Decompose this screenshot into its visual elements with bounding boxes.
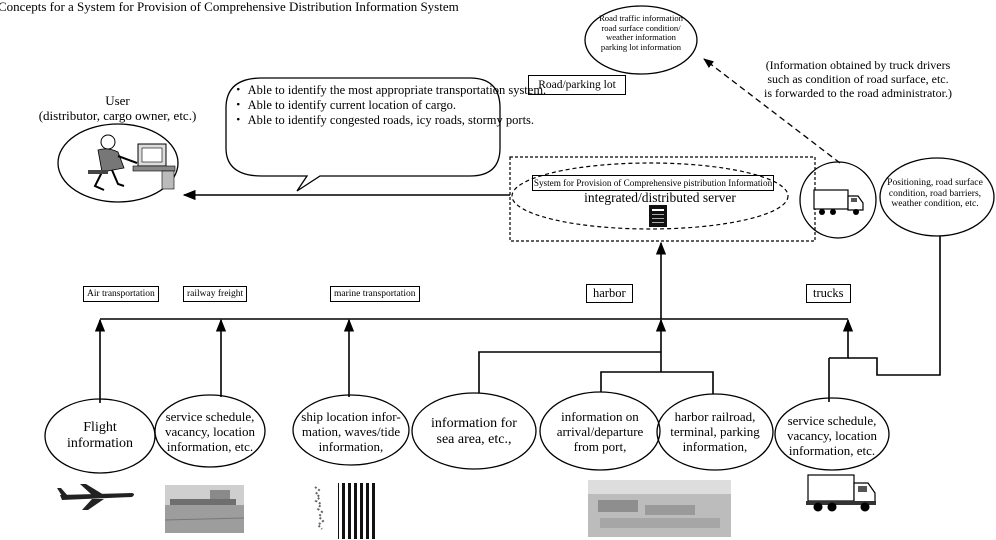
harbor-rail-line: information, — [682, 438, 748, 454]
computer-user-icon — [88, 134, 176, 191]
speech-bubble-text: ・ Able to identify the most appropriate … — [232, 83, 547, 127]
truck-circle-icon — [813, 189, 864, 215]
truck-icon — [806, 474, 876, 512]
road-info-line: parking lot information — [600, 41, 682, 52]
server-oval — [511, 162, 789, 230]
ship-line: information, — [318, 438, 384, 454]
road-info-oval — [584, 5, 698, 75]
flight-text: Flight information — [50, 420, 150, 452]
driver-note-line: such as condition of road surface, etc. — [767, 72, 949, 87]
port-line: information on — [561, 409, 639, 424]
diagram-title: Concepts for a System for Provision of C… — [0, 0, 459, 14]
truck-source-line: service schedule, — [787, 413, 877, 428]
driver-note-line: (Information obtained by truck drivers — [765, 58, 951, 72]
harbor-rail-line: terminal, parking — [670, 423, 760, 439]
rail-text: service schedule, vacancy, location info… — [155, 409, 265, 455]
rail-oval — [154, 394, 266, 468]
truck-source-line: information, etc. — [788, 442, 876, 458]
flight-line: Flight — [83, 420, 117, 435]
harbor-rail-oval — [656, 393, 774, 471]
ship-line: ship location infor- — [301, 409, 401, 424]
bubble-item: ・ Able to identify congested roads, icy … — [232, 112, 535, 127]
ship-line: mation, waves/tide — [301, 423, 401, 439]
road-info-line: Road traffic information — [599, 13, 683, 23]
ship-location-map — [304, 483, 378, 539]
dashed-feedback-arrow — [703, 58, 841, 164]
airplane-icon — [57, 484, 134, 510]
user-title: User — [105, 93, 130, 108]
ship-text: ship location infor- mation, waves/tide … — [293, 409, 409, 455]
harbor-rail-text: harbor railroad, terminal, parking infor… — [659, 409, 771, 455]
sensor-line: condition, road barriers, — [888, 187, 982, 199]
category-harbor: harbor — [586, 284, 633, 303]
system-title-box: System for Provision of Comprehensive pi… — [532, 175, 774, 191]
driver-note: (Information obtained by truck drivers s… — [726, 58, 990, 100]
harbor-rail-line: harbor railroad, — [674, 409, 756, 424]
sea-oval — [411, 392, 537, 470]
sea-line: sea area, etc., — [436, 432, 512, 448]
rail-line: information, etc. — [166, 438, 254, 454]
port-text: information on arrival/departure from po… — [543, 409, 657, 455]
user-sublabel: (distributor, cargo owner, etc.) — [38, 107, 197, 123]
road-info-line: weather information — [606, 32, 676, 43]
freight-train-photo — [164, 485, 245, 533]
user-oval — [57, 123, 179, 203]
road-info-text: Road traffic information road surface co… — [586, 13, 696, 53]
sea-info-connector — [478, 351, 661, 393]
port-line: from port, — [573, 438, 627, 454]
harbor-photo — [588, 480, 731, 537]
server-label: integrated/distributed server — [584, 190, 736, 205]
port-line: arrival/departure — [556, 423, 644, 439]
rail-line: service schedule, — [165, 409, 255, 424]
category-trucks: trucks — [806, 284, 851, 303]
sensor-oval — [879, 157, 995, 237]
user-label: User (distributor, cargo owner, etc.) — [10, 93, 225, 124]
road-parking-lot-box: Road/parking lot — [528, 75, 626, 95]
speech-bubble-shape — [225, 77, 501, 192]
bubble-item: ・ Able to identify current location of c… — [232, 97, 457, 112]
port-oval — [539, 391, 661, 471]
flight-line: information — [66, 436, 134, 452]
category-rail: railway freight — [183, 286, 248, 302]
sensor-line: weather condition, etc. — [891, 198, 979, 210]
road-info-line: road surface condition/ — [601, 22, 681, 33]
sensor-text: Positioning, road surface condition, roa… — [884, 177, 986, 210]
bubble-item: ・ Able to identify the most appropriate … — [232, 83, 547, 97]
truck-source-line: vacancy, location — [786, 427, 878, 443]
truck-source-text: service schedule, vacancy, location info… — [777, 413, 887, 459]
rail-line: vacancy, location — [164, 423, 256, 439]
sensor-line: Positioning, road surface — [887, 177, 983, 188]
truck-source-connector — [829, 318, 854, 359]
sensor-connector — [848, 236, 941, 376]
sea-line: information for — [431, 416, 517, 431]
server-icon — [649, 205, 667, 227]
sea-text: information for sea area, etc., — [414, 416, 534, 448]
ship-oval — [292, 394, 410, 466]
category-marine: marine transportation — [330, 286, 420, 302]
category-air: Air transportation — [83, 286, 159, 302]
port-harbor-connector — [600, 371, 714, 394]
truck-oval — [774, 397, 890, 471]
driver-note-line: is forwarded to the road administrator.) — [764, 86, 952, 101]
